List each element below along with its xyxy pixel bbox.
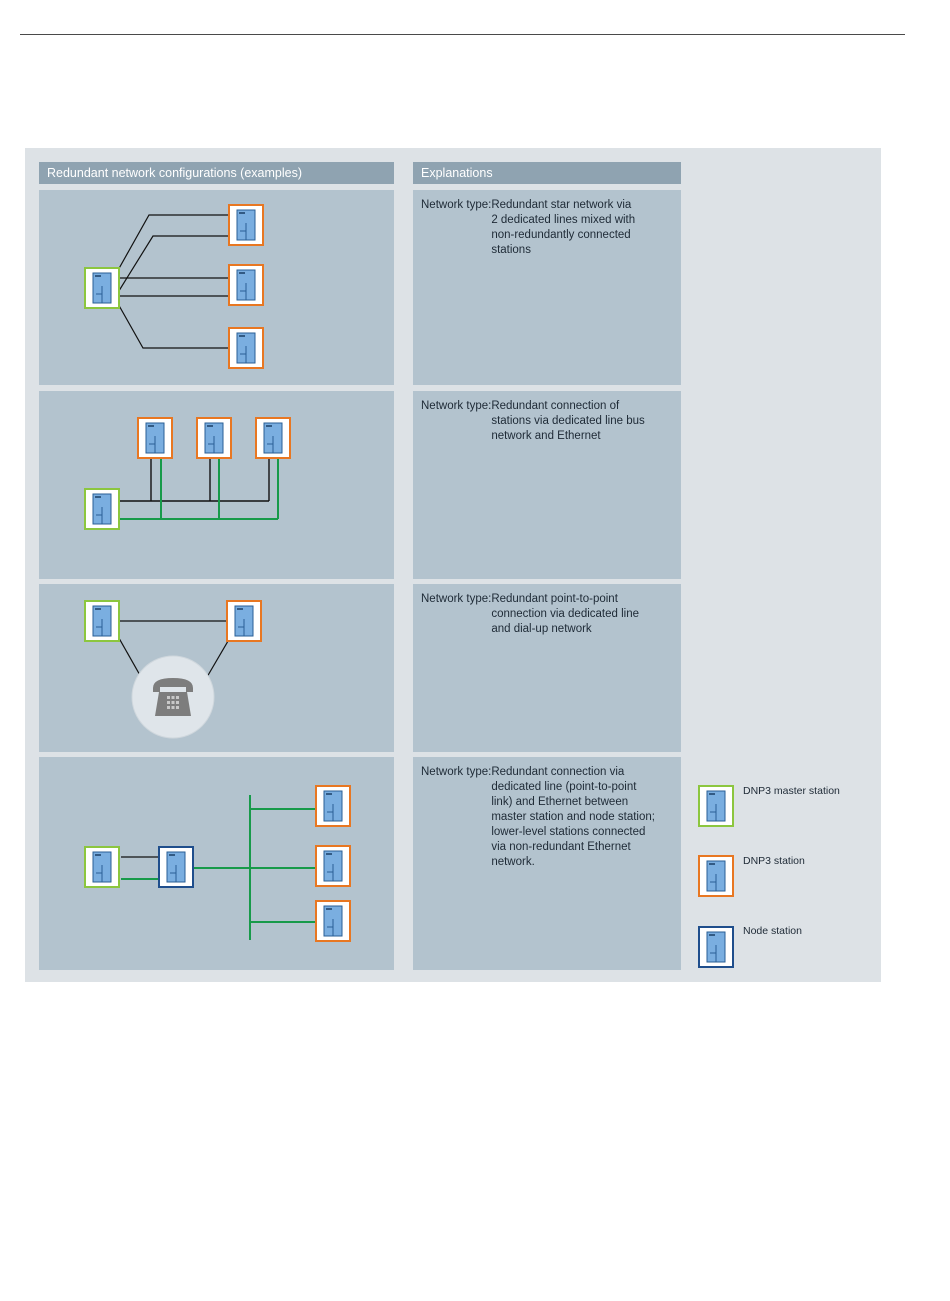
dnp3-station [255, 417, 291, 459]
master-station [84, 488, 120, 530]
explanation-label: Network type: [421, 400, 492, 412]
station-device-icon [698, 855, 734, 897]
explanations-header: Explanations [413, 162, 681, 184]
dedicated-line-group [116, 214, 229, 349]
explanation-label: Network type: [421, 593, 492, 605]
dnp3-station [226, 600, 262, 642]
explanation-label: Network type: [421, 199, 492, 211]
explanation-panel: Network type: Redundant point-to-point c… [413, 584, 681, 752]
diagram-node-station [39, 757, 394, 970]
dedicated-line [116, 301, 229, 349]
legend-item-station [698, 855, 736, 904]
dnp3-station [228, 264, 264, 306]
explanation-panel: Network type: Redundant star network via… [413, 190, 681, 385]
dnp3-station [315, 845, 351, 887]
ethernet-group [120, 459, 279, 520]
dnp3-station-icon [698, 855, 734, 897]
node-station [158, 846, 194, 888]
telephone-icon [153, 678, 193, 716]
legend-label: DNP3 master station [743, 785, 840, 797]
dnp3-station [315, 785, 351, 827]
diagram-point-to-point [39, 584, 394, 752]
dnp3-station [196, 417, 232, 459]
explanation-label: Network type: [421, 766, 492, 778]
dnp3-station [228, 204, 264, 246]
ethernet-group [121, 795, 316, 940]
legend-item-master [698, 785, 736, 834]
diagram-star-network [39, 190, 394, 385]
dedicated-line [116, 214, 229, 273]
explanation-panel: Network type: Redundant connection via d… [413, 757, 681, 970]
explanation-text: Redundant point-to-point connection via … [491, 593, 639, 635]
dnp3-station [228, 327, 264, 369]
dedicated-line-group [120, 459, 270, 502]
master-station [84, 267, 120, 309]
station-device-icon [698, 926, 734, 968]
station-device-icon [698, 785, 734, 827]
master-station [84, 846, 120, 888]
explanation-text: Redundant connection of stations via ded… [491, 400, 645, 442]
legend-item-node [698, 926, 736, 975]
dnp3-station [137, 417, 173, 459]
legend-label: Node station [743, 925, 802, 937]
configurations-header: Redundant network configurations (exampl… [39, 162, 394, 184]
diagram-bus-network [39, 391, 394, 579]
dnp3-station [315, 900, 351, 942]
legend-label: DNP3 station [743, 855, 805, 867]
dedicated-line [116, 235, 229, 295]
top-rule [20, 34, 905, 35]
explanation-text: Redundant star network via 2 dedicated l… [491, 199, 636, 256]
explanation-text: Redundant connection via dedicated line … [491, 766, 655, 868]
master-station-icon [698, 785, 734, 827]
master-station [84, 600, 120, 642]
node-station-icon [698, 926, 734, 968]
explanation-panel: Network type: Redundant connection of st… [413, 391, 681, 579]
